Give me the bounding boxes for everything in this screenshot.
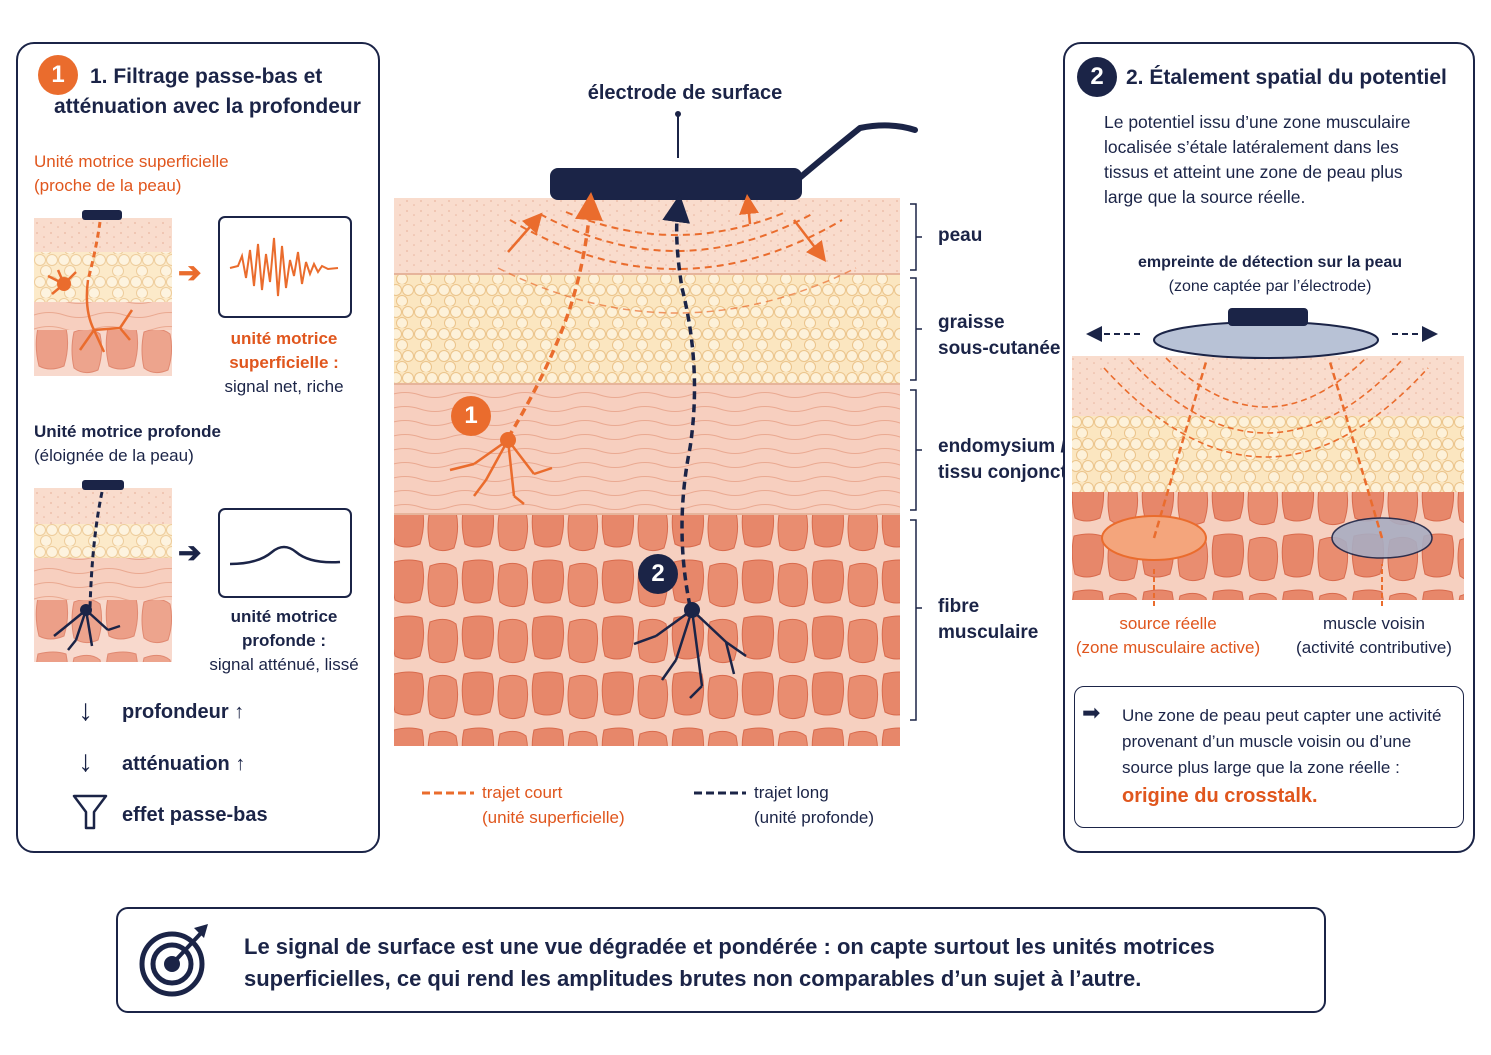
crosstalk-emphasis: origine du crosstalk. <box>1122 785 1318 807</box>
deep-heading: Unité motrice profonde (éloignée de la p… <box>34 422 222 465</box>
panel-number-badge: 1 <box>38 55 78 95</box>
left-panel <box>16 42 380 853</box>
conclusion-box <box>116 907 1326 1013</box>
panel-number-badge: 2 <box>1077 57 1117 97</box>
footprint-label: empreinte de détection sur la peau (zone… <box>1137 254 1403 295</box>
arrow-right-icon: ➡ <box>1082 700 1101 725</box>
left-panel-title: 1. Filtrage passe-bas et atténuation ave… <box>54 65 361 118</box>
tissue-cross-section <box>394 111 922 746</box>
right-panel-title: 2. Étalement spatial du potentiel <box>1126 66 1447 89</box>
deep-result: unité motrice profonde : signal atténué,… <box>209 607 359 674</box>
funnel-icon <box>72 794 108 830</box>
layer-label-fat: graisse sous-cutanée <box>938 312 1061 359</box>
surface-electrode <box>550 168 802 200</box>
rich-signal-box <box>218 216 352 318</box>
legend-attenuation: atténuation ↑ <box>122 753 246 775</box>
superficial-unit-illustration <box>34 210 172 376</box>
crosstalk-note-box <box>1074 686 1464 828</box>
conclusion-text: Le signal de surface est une vue dégradé… <box>244 934 1215 991</box>
crosstalk-note: Une zone de peau peut capter une activit… <box>1122 706 1442 777</box>
attenuation-arrow-icon: ↓ <box>78 745 93 778</box>
right-arrow-icon: ➔ <box>178 537 202 568</box>
superficial-result: unité motrice superficielle : signal net… <box>224 329 344 396</box>
layer-label-connective: endomysium / tissu conjonctif <box>938 436 1079 483</box>
detection-footprint <box>1153 321 1379 359</box>
electrode-label: électrode de surface <box>587 82 783 104</box>
spatial-spread-illustration <box>1072 308 1464 606</box>
legend-short-path: trajet court (unité superficielle) <box>482 783 625 827</box>
right-arrow-icon: ➔ <box>178 257 202 288</box>
target-icon <box>139 924 208 997</box>
legend-lowpass: effet passe-bas <box>122 804 268 826</box>
smooth-signal-box <box>218 508 352 598</box>
depth-arrow-icon: ↓ <box>78 694 93 727</box>
layer-label-muscle: fibre musculaire <box>938 596 1039 643</box>
marker-2-badge: 2 <box>638 554 678 594</box>
superficial-heading: Unité motrice superficielle (proche de l… <box>34 152 229 195</box>
right-panel-description: Le potentiel issu d’une zone musculaire … <box>1104 112 1411 207</box>
legend-short-path-line <box>422 791 474 795</box>
legend-long-path: trajet long (unité profonde) <box>754 783 875 827</box>
layer-label-skin: peau <box>938 225 983 246</box>
real-source-label: source réelle (zone musculaire active) <box>1075 614 1261 657</box>
deep-unit-illustration <box>34 480 172 662</box>
legend-depth: profondeur ↑ <box>122 701 245 723</box>
legend-long-path-line <box>694 791 746 795</box>
marker-1-badge: 1 <box>451 396 491 436</box>
neighbor-muscle-label: muscle voisin (activité contributive) <box>1296 614 1452 657</box>
